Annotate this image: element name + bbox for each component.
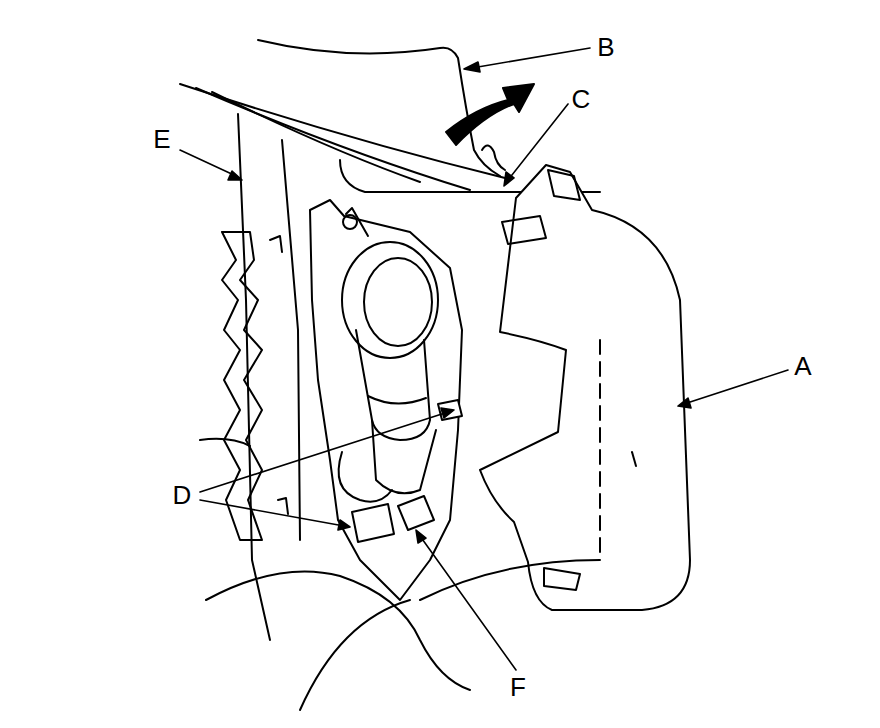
- clip: [548, 170, 580, 200]
- connector: [398, 496, 434, 530]
- body-contour: [258, 40, 500, 176]
- body-contour: [300, 600, 410, 710]
- leader-line: [420, 536, 516, 670]
- edge-line: [212, 92, 420, 182]
- connector: [352, 504, 394, 542]
- clip: [278, 498, 288, 514]
- body-contour: [482, 145, 505, 170]
- callout-letter: D: [171, 482, 194, 509]
- leader-line: [472, 48, 590, 68]
- callout-letter: E: [151, 126, 172, 153]
- wire: [346, 208, 368, 236]
- direction-arrow: [446, 84, 534, 145]
- pillar: [282, 140, 300, 540]
- wire: [339, 452, 392, 502]
- callout-letter: B: [595, 34, 616, 61]
- leader-arrow: [504, 172, 514, 186]
- leader-arrow: [441, 408, 454, 418]
- leader-line: [200, 412, 448, 492]
- hidden-line: [599, 340, 601, 560]
- leader-line: [684, 370, 788, 404]
- clip: [270, 236, 282, 252]
- clip: [544, 568, 580, 590]
- leader-arrow: [416, 530, 426, 543]
- motor: [364, 258, 432, 346]
- leader-arrow: [338, 520, 350, 530]
- connector: [438, 400, 462, 420]
- leader-line: [508, 104, 568, 180]
- pillar: [238, 114, 270, 640]
- leader-arrow: [228, 171, 242, 180]
- trim-panel: [480, 165, 690, 610]
- clip: [632, 452, 636, 466]
- edge-line: [196, 88, 470, 190]
- actuator-body: [372, 420, 436, 493]
- callout-letter: A: [792, 353, 813, 380]
- bolt: [343, 215, 357, 229]
- body-contour: [200, 439, 250, 446]
- bracket-plate: [310, 200, 462, 600]
- pillar-strip: [222, 232, 262, 540]
- leader-line: [180, 150, 236, 176]
- callout-letter: F: [508, 674, 528, 701]
- callout-letter: C: [570, 86, 593, 113]
- actuator-body: [368, 396, 426, 404]
- body-contour: [206, 571, 470, 690]
- clip: [502, 216, 546, 244]
- leader-arrow: [464, 62, 480, 72]
- actuator-body: [356, 330, 430, 440]
- leader-line: [200, 500, 344, 526]
- body-contour: [420, 560, 600, 600]
- leader-arrow: [678, 398, 691, 408]
